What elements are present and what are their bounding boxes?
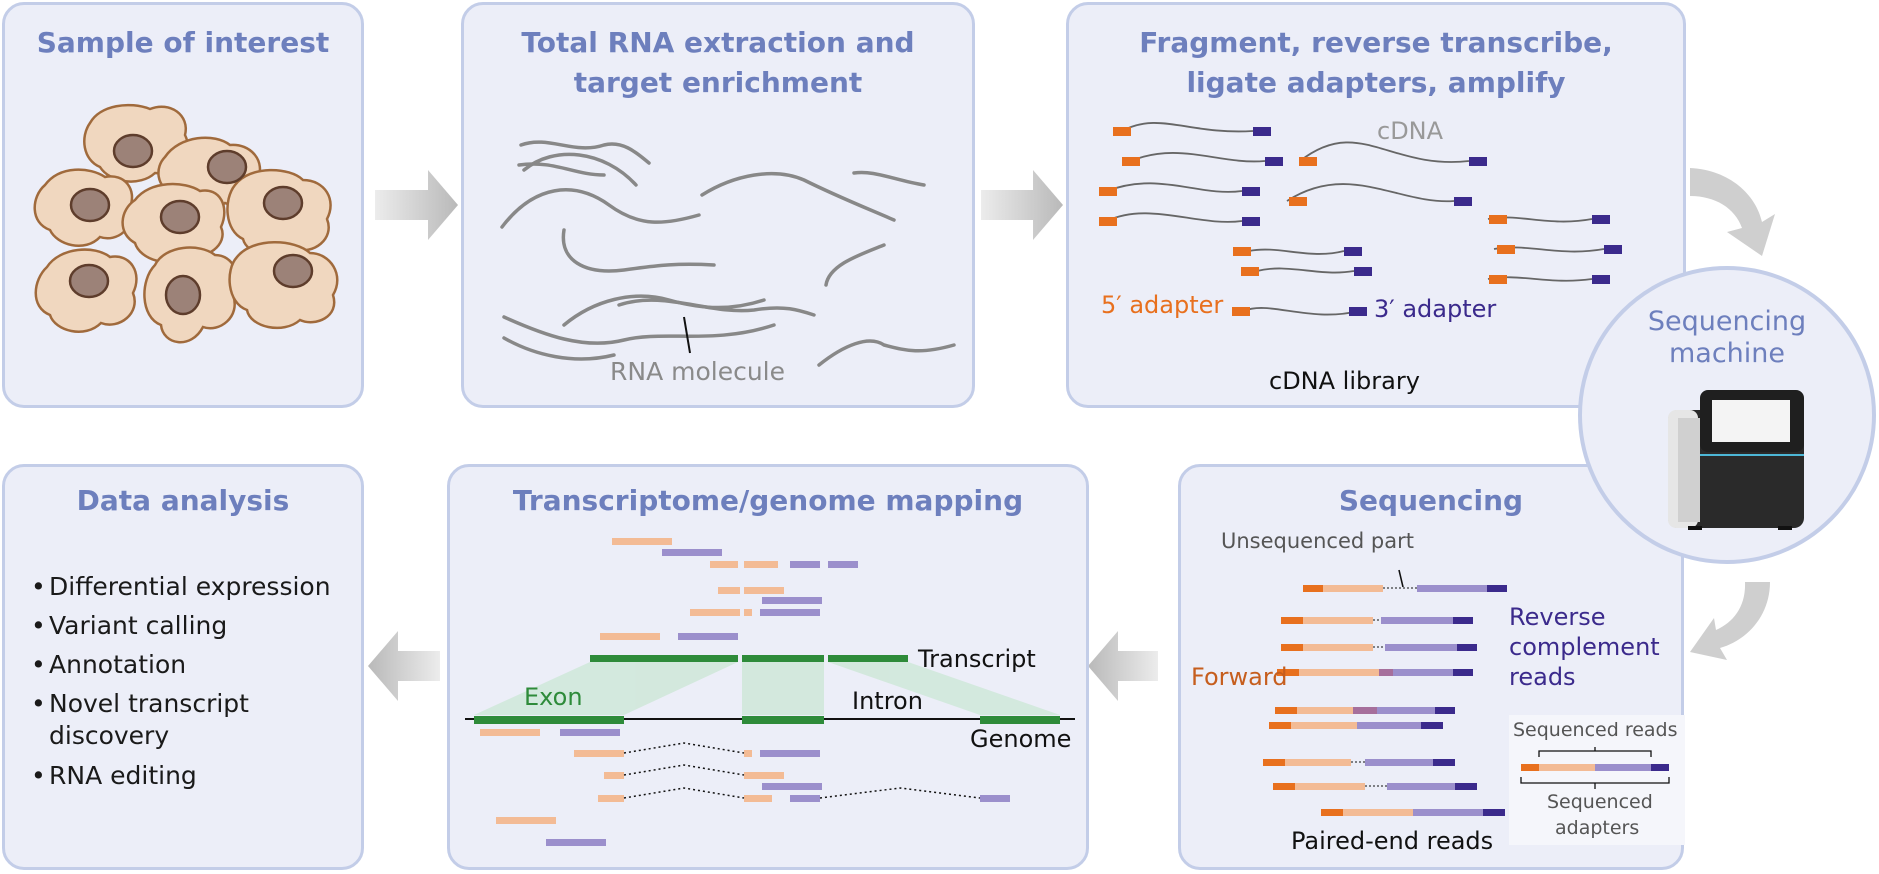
library-caption: cDNA library [1269,367,1420,395]
legend-box [1509,715,1685,845]
list-item: Annotation [31,645,331,684]
panel-title: Total RNA extraction and [521,26,915,59]
unsequenced-label: Unsequenced part [1221,529,1414,553]
list-item: Differential expression [31,567,331,606]
legend-read [1520,747,1670,789]
panel-title: target enrichment [573,66,863,99]
arrow-right-icon [981,170,1063,240]
paired-end-reads [1263,569,1685,845]
panel-library: Fragment, reverse transcribe, ligate ada… [1066,2,1686,408]
intron-label: Intron [852,687,923,715]
nucleus [159,199,201,235]
forward-label: Forward [1191,663,1288,691]
panel-sequencing: Sequencing Unsequenced part Forward Reve… [1178,464,1685,870]
rna-molecule-label: RNA molecule [610,357,786,386]
panel-title: Data analysis [76,484,290,517]
arrow-left-icon [368,631,440,701]
nucleus [272,253,314,289]
exon-label: Exon [524,683,583,711]
nucleus [262,185,304,221]
arrow-left-icon [1088,631,1158,701]
sequenced-adapters-label: adapters [1555,817,1640,839]
panel-title: Sequencing [1338,484,1524,517]
list-item: RNA editing [31,756,331,795]
panel-title: Sample of interest [36,26,330,59]
panel-analysis: Data analysis Differential expression Va… [2,464,364,870]
machine-title: machine [1668,338,1786,369]
list-item: Variant calling [31,606,331,645]
cdna-label: cDNA [1377,117,1444,145]
reverse-label: Reverse [1509,603,1606,631]
machine-title: Sequencing [1647,306,1807,337]
adapter3-label: 3′ adapter [1374,295,1497,323]
panel-mapping: Transcriptome/genome mapping [447,464,1089,870]
curved-arrow-icon [1690,168,1775,256]
list-item: Novel transcript [31,688,331,720]
panel-title: Transcriptome/genome mapping [512,484,1024,517]
list-item-continuation: discovery [49,721,170,750]
nucleus [68,263,110,299]
panel-sample: Sample of interest [2,2,364,408]
nucleus [164,274,202,316]
paired-end-caption: Paired-end reads [1291,827,1494,855]
rna-molecules [500,140,956,367]
panel-title: Fragment, reverse transcribe, [1139,26,1613,59]
sequencer-icon [1668,390,1804,530]
panel-extraction: Total RNA extraction and target enrichme… [461,2,975,408]
adapter5-label: 5′ adapter [1101,291,1224,319]
cells-illustration [33,103,339,344]
panel-title: ligate adapters, amplify [1186,66,1566,99]
reverse-label: reads [1509,663,1576,691]
sequenced-reads-label: Sequenced reads [1513,719,1678,741]
read-pairs [1263,585,1507,816]
nucleus [69,187,111,223]
reverse-label: complement [1509,633,1660,661]
sequencing-machine-circle: Sequencing machine [1578,266,1876,564]
cdna-fragments [1099,122,1622,316]
sequenced-adapters-label: Sequenced [1547,791,1653,813]
transcript-label: Transcript [918,645,1036,673]
nucleus [112,133,154,169]
arrow-right-icon [375,170,458,240]
nucleus [206,149,248,185]
analysis-list: Differential expression Variant calling … [31,567,331,795]
genome-label: Genome [970,725,1072,753]
curved-arrow-icon [1690,582,1770,660]
mapping-illustration [465,538,1075,846]
